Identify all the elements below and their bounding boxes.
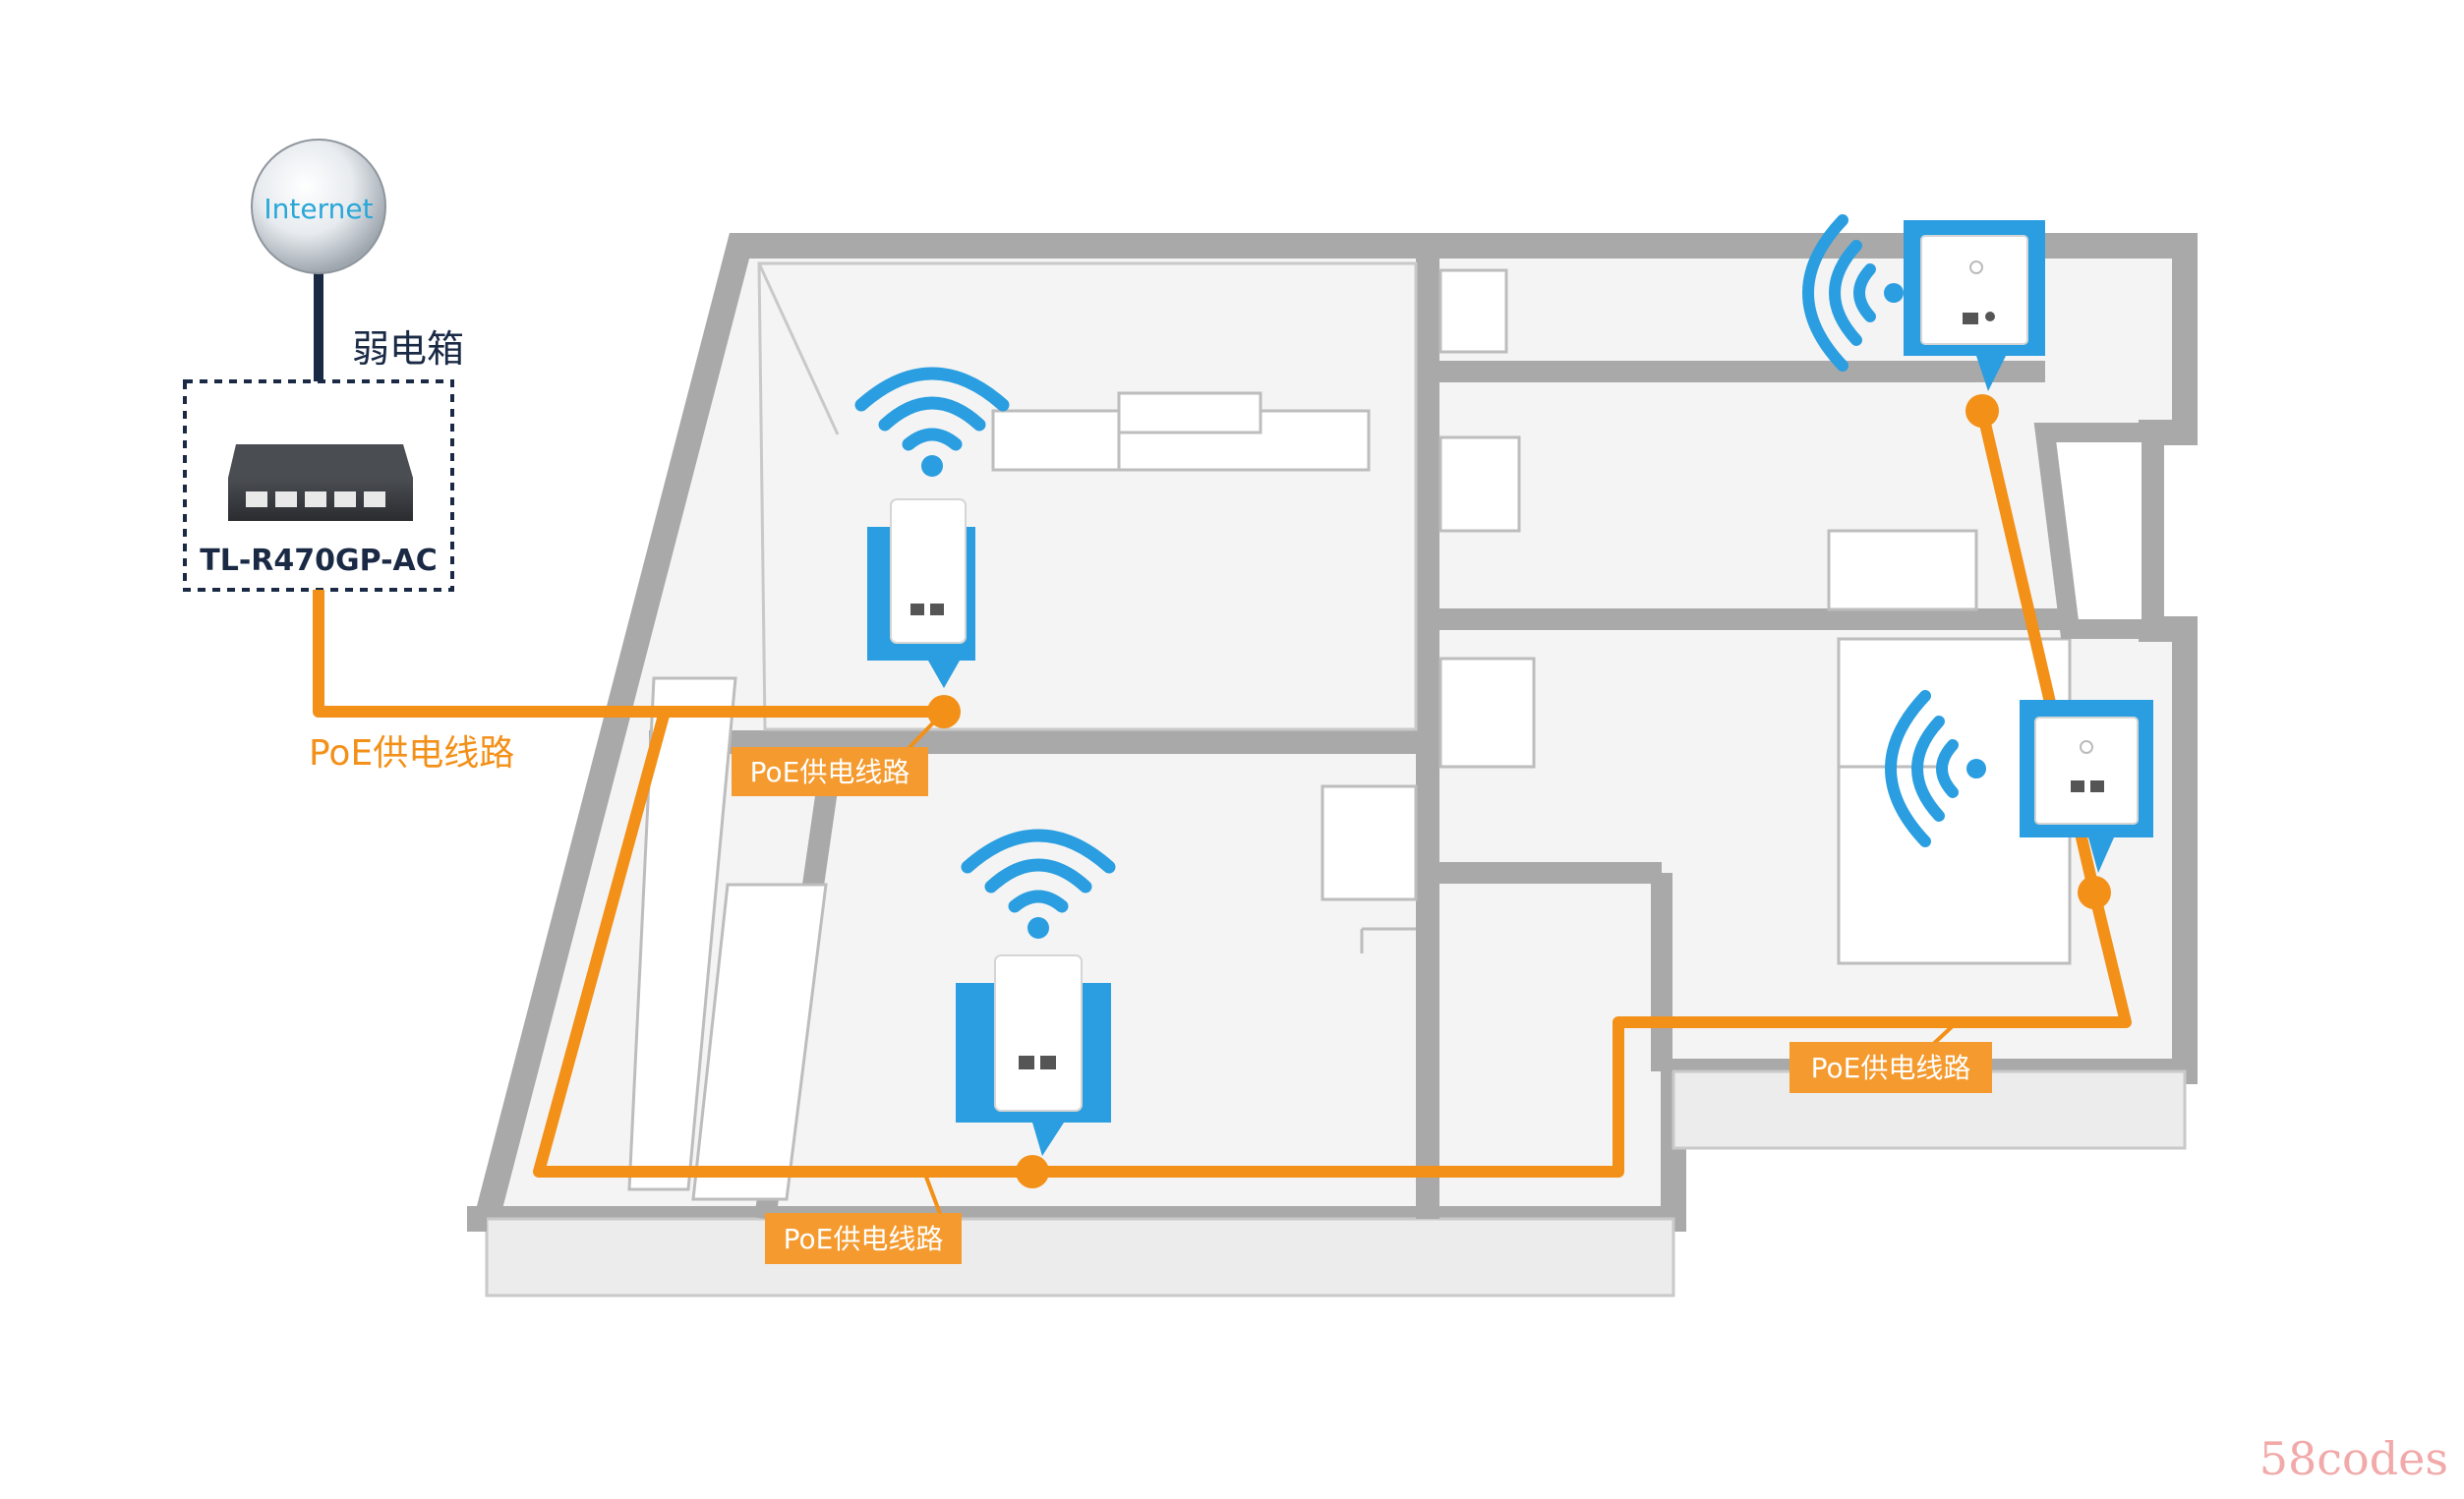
poe-junctions xyxy=(927,394,2111,1188)
internet-label: Internet xyxy=(264,193,373,225)
poe-label-main: PoE供电线路 xyxy=(309,733,514,774)
router xyxy=(228,444,413,521)
side-nook xyxy=(2033,423,2161,639)
living-room-inner-edge xyxy=(757,262,840,435)
poe-label-box-right: PoE供电线路 xyxy=(1789,1042,1992,1093)
floor-plan xyxy=(467,233,2198,1297)
poe-label-right: PoE供电线路 xyxy=(1811,1052,1971,1084)
cabinet-label: 弱电箱 xyxy=(352,327,464,371)
sofa xyxy=(991,391,1371,472)
ap-living-room xyxy=(861,374,1003,688)
watermark: 58codes xyxy=(2259,1432,2448,1485)
outer-wall-face xyxy=(485,1217,1675,1297)
poe-label-box-bottom: PoE供电线路 xyxy=(765,1213,962,1264)
poe-line-loop xyxy=(533,710,2132,1178)
ap-bedroom xyxy=(956,836,1111,1156)
right-room-furniture xyxy=(1438,268,2072,965)
poe-label-bottom: PoE供电线路 xyxy=(784,1223,944,1255)
ap-top-right xyxy=(1808,220,2045,391)
bedroom-furniture xyxy=(627,676,1418,1201)
poe-line-main xyxy=(313,590,944,718)
router-model: TL-R470GP-AC xyxy=(200,544,438,578)
living-room-back-wall xyxy=(757,261,1418,731)
poe-label-box-bedroom: PoE供电线路 xyxy=(732,747,928,796)
internet-globe: Internet xyxy=(251,139,386,383)
poe-label-bedroom: PoE供电线路 xyxy=(750,756,910,788)
poe-line-label-lead-2 xyxy=(922,1171,944,1220)
ap-right xyxy=(1891,696,2153,873)
cabinet-box: TL-R470GP-AC xyxy=(183,379,454,592)
